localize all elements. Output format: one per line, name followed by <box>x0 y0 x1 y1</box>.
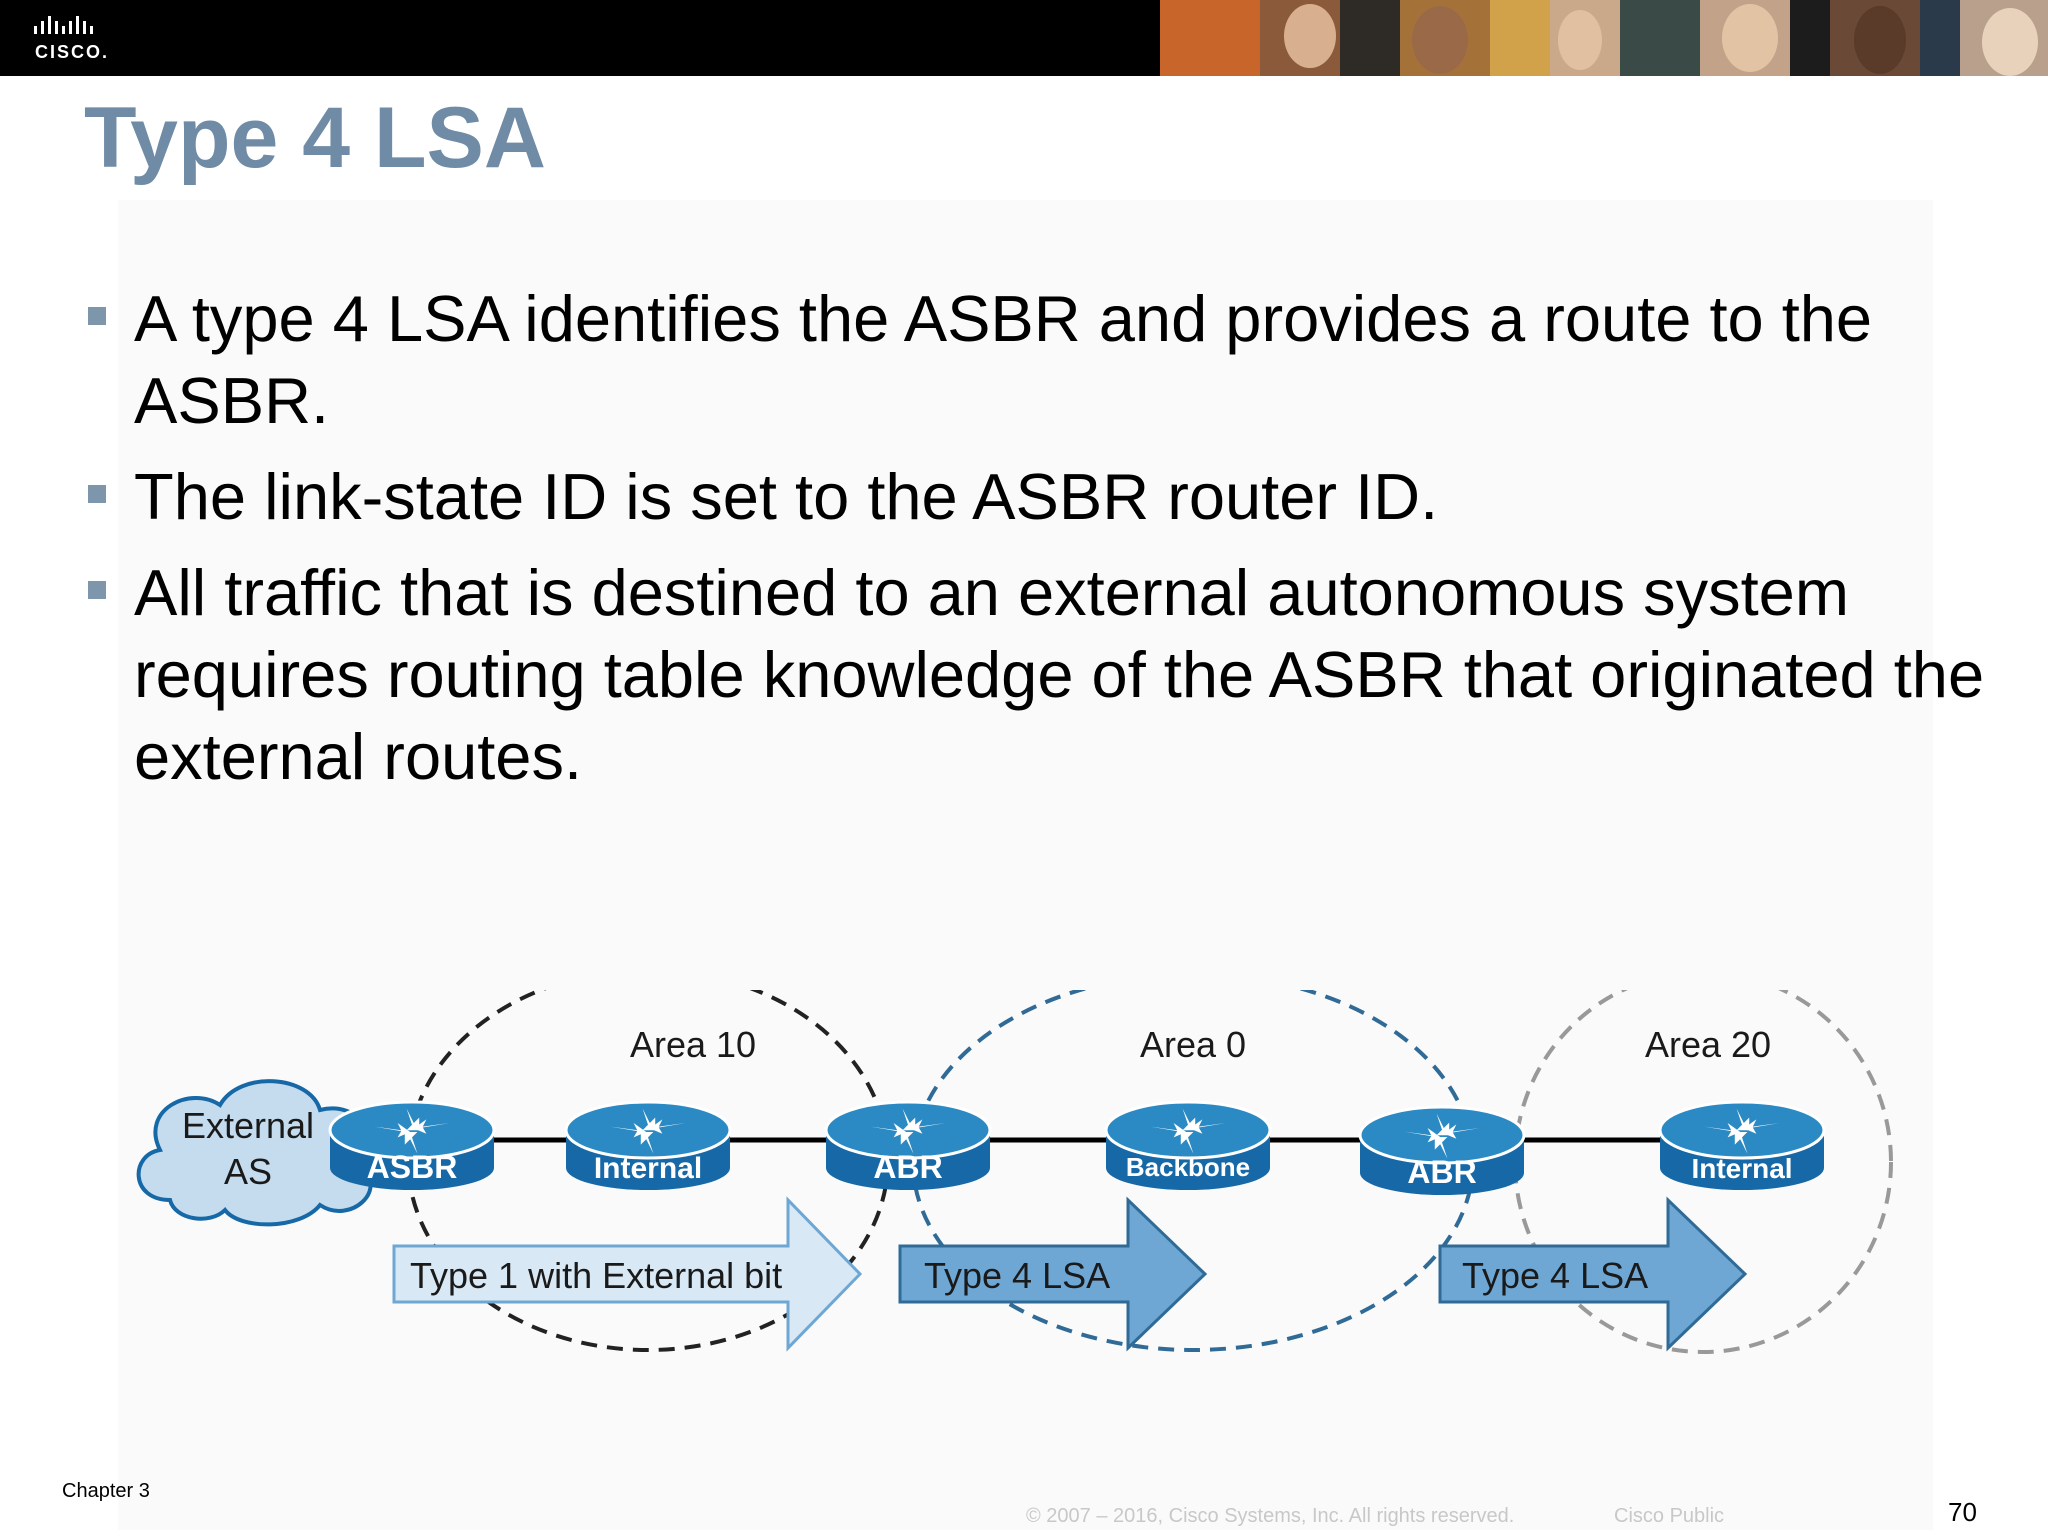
slide-title: Type 4 LSA <box>84 90 546 186</box>
header-bar: CISCO. <box>0 0 2048 76</box>
bullet-square-icon <box>88 485 106 503</box>
cisco-logo-icon <box>34 16 93 34</box>
area-20-label: Area 20 <box>1645 1024 1771 1065</box>
router-label: ABR <box>873 1149 942 1185</box>
router-label: ABR <box>1407 1154 1476 1190</box>
page-number: 70 <box>1948 1497 1977 1527</box>
router-abr-2: ABR <box>1358 1105 1526 1195</box>
copyright-text: © 2007 – 2016, Cisco Systems, Inc. All r… <box>1026 1505 1515 1527</box>
bullet-square-icon <box>88 307 106 325</box>
area-10-label: Area 10 <box>630 1024 756 1065</box>
external-as-label: AS <box>224 1151 272 1192</box>
area-0-label: Area 0 <box>1140 1024 1246 1065</box>
router-internal-area20: Internal <box>1658 1100 1826 1190</box>
router-label: Internal <box>1691 1153 1792 1184</box>
router-label: ASBR <box>367 1149 458 1185</box>
chapter-label: Chapter 3 <box>62 1480 150 1502</box>
header-photo-strip <box>1160 0 2048 76</box>
type4-arrow-label: Type 4 LSA <box>924 1255 1110 1296</box>
bullet-text: All traffic that is destined to an exter… <box>134 556 1985 793</box>
external-as-label: External <box>182 1105 314 1146</box>
router-abr-1: ABR <box>824 1100 992 1190</box>
bullet-text: A type 4 LSA identifies the ASBR and pro… <box>134 282 1873 437</box>
bullet-item: A type 4 LSA identifies the ASBR and pro… <box>86 278 1986 442</box>
router-internal-area10: Internal <box>564 1100 732 1190</box>
type4-arrow-area20: Type 4 LSA <box>1438 1196 1748 1352</box>
type4-arrow-area0: Type 4 LSA <box>898 1196 1208 1352</box>
type1-arrow-label: Type 1 with External bit <box>410 1255 782 1296</box>
bullet-text: The link-state ID is set to the ASBR rou… <box>134 460 1439 533</box>
bullet-square-icon <box>88 581 106 599</box>
router-backbone: Backbone <box>1104 1100 1272 1190</box>
content-background <box>118 200 1933 1530</box>
type1-arrow: Type 1 with External bit <box>392 1196 863 1352</box>
ospf-area-diagram: External AS ASBR Internal ABR Backbone A… <box>136 990 1893 1354</box>
bullet-item: The link-state ID is set to the ASBR rou… <box>86 456 1986 538</box>
router-label: Internal <box>594 1152 702 1185</box>
cisco-logo-text: CISCO. <box>35 42 110 62</box>
router-asbr: ASBR <box>328 1100 496 1190</box>
type4-arrow-label: Type 4 LSA <box>1462 1255 1648 1296</box>
bullet-list: A type 4 LSA identifies the ASBR and pro… <box>86 278 1986 812</box>
classification-label: Cisco Public <box>1614 1505 1725 1527</box>
router-label: Backbone <box>1126 1152 1250 1182</box>
area-20-boundary <box>1513 990 1893 1354</box>
bullet-item: All traffic that is destined to an exter… <box>86 552 1986 798</box>
